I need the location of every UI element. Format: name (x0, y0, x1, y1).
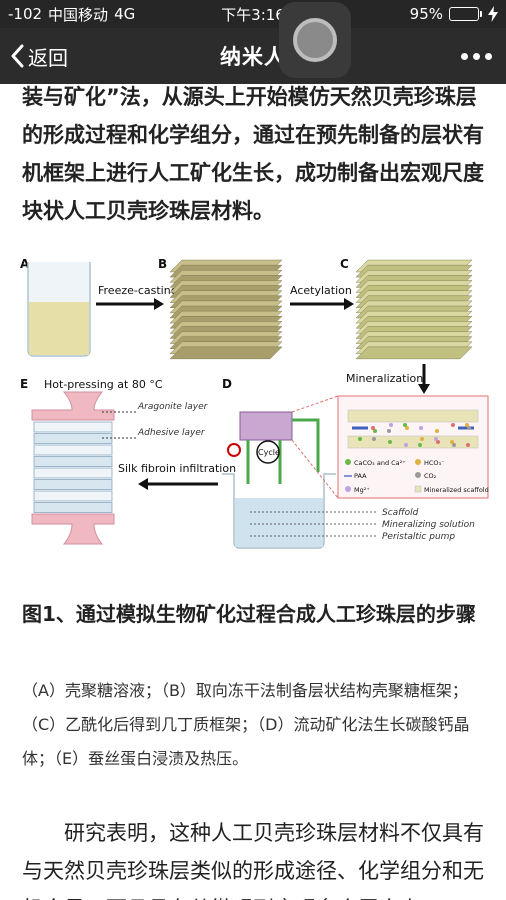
legend-co2: CO₂ (424, 472, 437, 480)
ion-particle (451, 423, 455, 427)
carrier-name: 中国移动 (48, 5, 109, 24)
cycle-label: Cycle (258, 448, 280, 457)
panel-c-label: C (340, 257, 349, 271)
ion-particles (358, 423, 471, 447)
layered-framework-b (169, 259, 283, 360)
legend-hco3: HCO₃⁻ (424, 459, 445, 467)
mineralizing-bath (235, 498, 323, 547)
ion-particle (466, 443, 470, 447)
ion-particle (387, 429, 391, 433)
nacre-layer (33, 490, 113, 502)
mineralization-label: Mineralization (346, 372, 423, 385)
framework-layer (169, 346, 283, 360)
peristaltic-pump-label: Peristaltic pump (382, 532, 455, 542)
legend-caco3: CaCO₃ and Ca²⁺ (354, 459, 406, 467)
arrow-right-icon (344, 298, 354, 310)
framework-layer (355, 346, 473, 360)
pump-icon (227, 443, 241, 457)
ion-particle (358, 437, 362, 441)
ion-particle (450, 440, 454, 444)
scaffold-label: Scaffold (382, 508, 419, 518)
status-left: -102 中国移动 4G (8, 4, 135, 25)
nacre-layer (33, 456, 113, 467)
panel-b-label: B (158, 257, 167, 271)
ion-particle (436, 440, 440, 444)
assistive-touch-button[interactable] (279, 2, 351, 78)
ion-particle (452, 443, 456, 447)
chevron-left-icon (11, 44, 24, 68)
ion-particle (420, 437, 424, 441)
flow-tubing (246, 418, 320, 484)
ion-particle (435, 429, 439, 433)
panel-e-label: E (20, 377, 28, 391)
artificial-nacre-stack (33, 421, 113, 513)
article-paragraph: 装与矿化”法，从源头上开始模仿天然贝壳珍珠层的形成过程和化学组分，通过在预先制备… (22, 85, 484, 223)
legend-mineralized-scaffold: Mineralized scaffold (424, 486, 489, 494)
charging-bolt-icon (488, 6, 498, 22)
beaker-d-icon (222, 473, 336, 549)
nacre-layer (33, 421, 113, 433)
ion-particle (403, 423, 407, 427)
more-dot-icon (485, 52, 492, 60)
nacre-layer (33, 502, 113, 513)
silk-fibroin-label: Silk fibroin infiltration (118, 462, 236, 475)
nacre-layer (33, 479, 113, 490)
nav-bar: 返回 纳米人 (0, 28, 506, 84)
ion-particle (371, 426, 375, 430)
more-button[interactable] (461, 28, 492, 84)
figure-caption-body: （A）壳聚糖溶液；（B）取向冻干法制备层状结构壳聚糖框架；（C）乙酰化后得到几丁… (22, 681, 470, 768)
ion-particle (388, 440, 392, 444)
ion-particle (418, 443, 422, 447)
figure-diagram: A Freeze-casting B Acetylation C Mineral… (20, 257, 489, 549)
nacre-layer (33, 467, 113, 479)
more-dot-icon (461, 52, 468, 60)
ion-particle (405, 426, 409, 430)
legend-paa: PAA (354, 472, 367, 480)
panel-a-label: A (20, 257, 30, 271)
back-button[interactable]: 返回 (10, 28, 68, 84)
status-right: 95% (410, 5, 498, 23)
chitosan-solution (29, 302, 89, 355)
layered-framework-c (355, 259, 473, 360)
arrow-right-icon (154, 298, 164, 310)
freeze-casting-label: Freeze-casting (98, 284, 178, 297)
mineralizing-solution-label: Mineralizing solution (382, 520, 475, 530)
legend-mg: Mg²⁺ (354, 486, 370, 494)
ion-particle (434, 437, 438, 441)
panel-d-label: D (222, 377, 232, 391)
battery-icon (449, 7, 482, 21)
figure-caption-title: 图1、通过模拟生物矿化过程合成人工珍珠层的步骤 (22, 602, 476, 626)
adhesive-layer-label: Adhesive layer (137, 428, 206, 438)
press-top (31, 391, 115, 421)
ion-particle (373, 429, 377, 433)
ion-particle (372, 437, 376, 441)
scaffold-sample (239, 411, 293, 441)
assistive-touch-icon (293, 18, 337, 62)
nav-title: 纳米人 (220, 45, 286, 69)
cycle-icon (256, 440, 280, 464)
nacre-layer (33, 433, 113, 444)
article-paragraph: 研究表明，这种人工贝壳珍珠层材料不仅具有与天然贝壳珍珠层类似的形成途径、化学组分… (22, 821, 484, 900)
signal-strength: -102 (8, 5, 43, 23)
nacre-layer (33, 444, 113, 456)
back-label: 返回 (28, 45, 68, 70)
article-figure: A Freeze-casting B Acetylation C Mineral… (18, 252, 494, 552)
press-bottom (31, 513, 115, 545)
ion-particle (389, 423, 393, 427)
arrow-down-icon (418, 384, 430, 394)
ion-particle (465, 423, 469, 427)
acetylation-label: Acetylation (290, 284, 352, 297)
aragonite-layer-label: Aragonite layer (137, 402, 209, 412)
arrow-left-icon (138, 478, 148, 490)
status-bar: -102 中国移动 4G 下午3:16 95% (0, 0, 506, 28)
hot-pressing-label: Hot-pressing at 80 °C (44, 378, 163, 391)
ion-particle (404, 443, 408, 447)
network-type: 4G (114, 5, 136, 23)
battery-percent: 95% (409, 5, 443, 23)
ion-particle (467, 426, 471, 430)
more-dot-icon (473, 52, 480, 60)
ion-particle (419, 426, 423, 430)
